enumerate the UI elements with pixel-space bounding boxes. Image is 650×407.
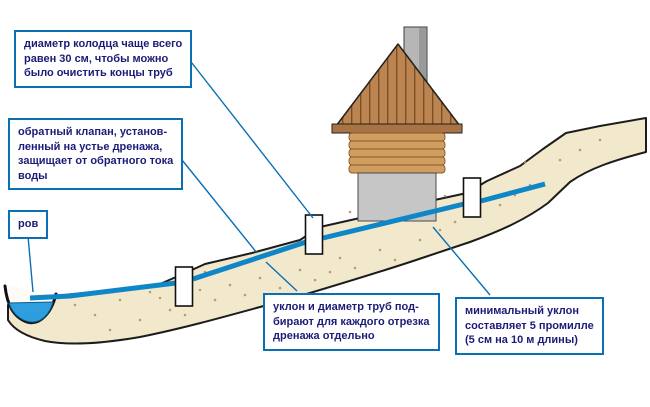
inspection-wells [174,177,482,307]
house-eaves [331,123,463,134]
callout-line-ditch [27,235,34,293]
drain-pipes [29,181,546,301]
callout-line-segment-slope [265,261,298,292]
annotation-check-valve: обратный клапан, установ- ленный на усть… [8,118,184,191]
house-roof [335,43,461,127]
callout-line-check-valve [177,154,258,254]
well-2 [304,214,324,255]
house-chimney-shade [419,28,426,84]
ditch-water [8,301,54,323]
callout-line-min-slope [432,226,491,296]
house [331,26,463,222]
well-1 [174,266,194,307]
drain-pipe-segment-2 [322,201,465,241]
annotation-well-diameter: диаметр колодца чаще всего равен 30 см, … [14,30,193,88]
callout-line-well-diameter [187,57,314,219]
annotation-min-slope: минимальный уклон составляет 5 промилле … [455,297,604,355]
annotation-ditch: ров [8,210,49,239]
annotation-segment-slope: уклон и диаметр труб под- бирают для каж… [263,293,440,351]
drain-pipe-segment-1 [192,239,307,282]
drain-pipe-outlet [29,280,177,301]
house-log-walls [348,132,446,174]
callout-lines [27,57,491,296]
well-3 [462,177,482,218]
drain-pipe-segment-3 [480,181,546,204]
